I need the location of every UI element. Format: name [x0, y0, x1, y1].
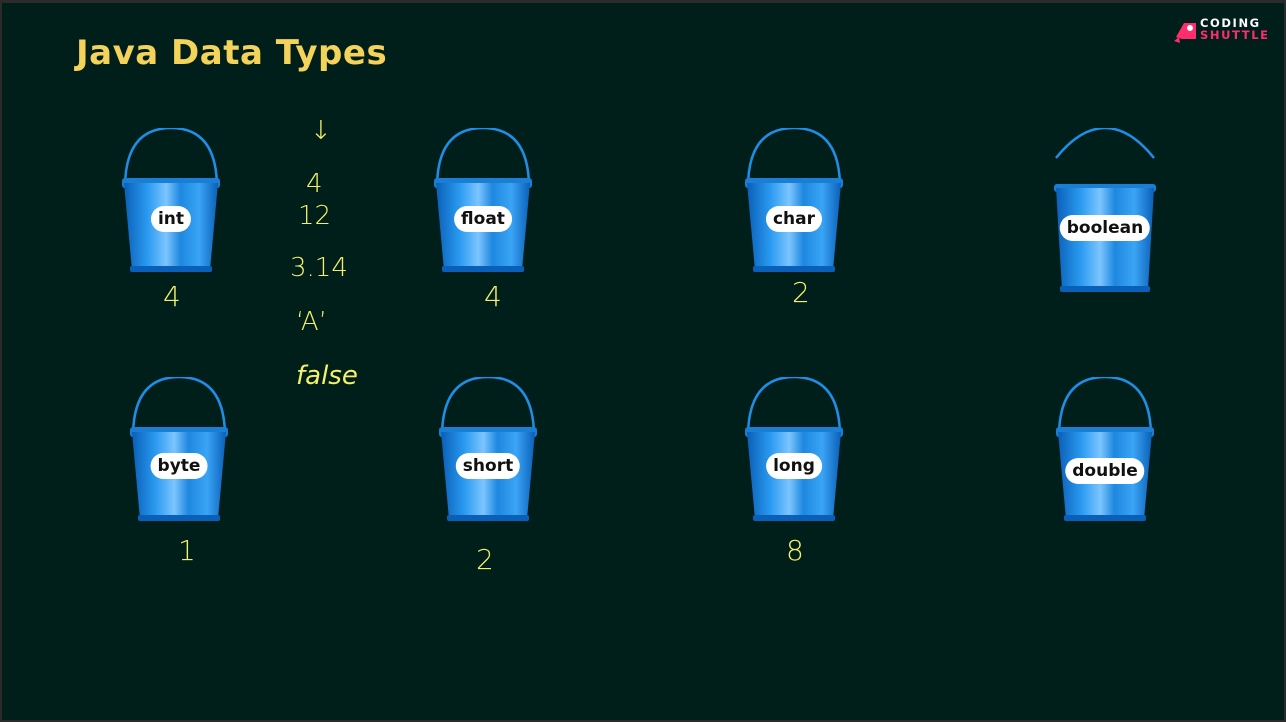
size-annotation-byte: 1	[178, 534, 196, 567]
bucket-label: boolean	[1059, 215, 1151, 241]
bucket-float: float	[428, 128, 538, 288]
bucket-short: short	[433, 377, 543, 537]
bucket-label: float	[454, 206, 512, 232]
bucket-label: char	[765, 206, 823, 232]
note-item: 12	[298, 201, 332, 231]
bucket-label: double	[1065, 458, 1145, 484]
bucket-label: byte	[150, 453, 208, 479]
down-arrow-icon: ↓	[310, 116, 332, 146]
size-annotation-short: 2	[476, 543, 494, 576]
bucket-long: long	[739, 377, 849, 537]
bucket-label: int	[150, 206, 192, 232]
size-annotation-int: 4	[163, 280, 181, 313]
logo-line2: SHUTTLE	[1200, 28, 1270, 42]
size-annotation-float: 4	[484, 280, 502, 313]
coding-shuttle-logo-icon	[1174, 23, 1196, 43]
bucket-label: short	[455, 453, 521, 479]
logo-line1: CODING	[1200, 16, 1261, 30]
logo: CODING SHUTTLE	[1174, 17, 1274, 47]
bucket-boolean: boolean	[1050, 128, 1160, 292]
note-item: 4	[306, 169, 323, 199]
bucket-char: char	[739, 128, 849, 288]
bucket-double: double	[1050, 377, 1160, 537]
note-item: ‘A’	[296, 307, 327, 337]
bucket-byte: byte	[124, 377, 234, 537]
bucket-int: int	[116, 128, 226, 288]
slide: Java Data Types CODING SHUTTLE	[2, 3, 1284, 720]
note-item: 3.14	[290, 253, 348, 283]
size-annotation-char: 2	[792, 276, 810, 309]
size-annotation-long: 8	[786, 534, 804, 567]
note-item: false	[296, 361, 358, 391]
slide-title: Java Data Types	[76, 33, 388, 73]
bucket-label: long	[766, 453, 822, 479]
